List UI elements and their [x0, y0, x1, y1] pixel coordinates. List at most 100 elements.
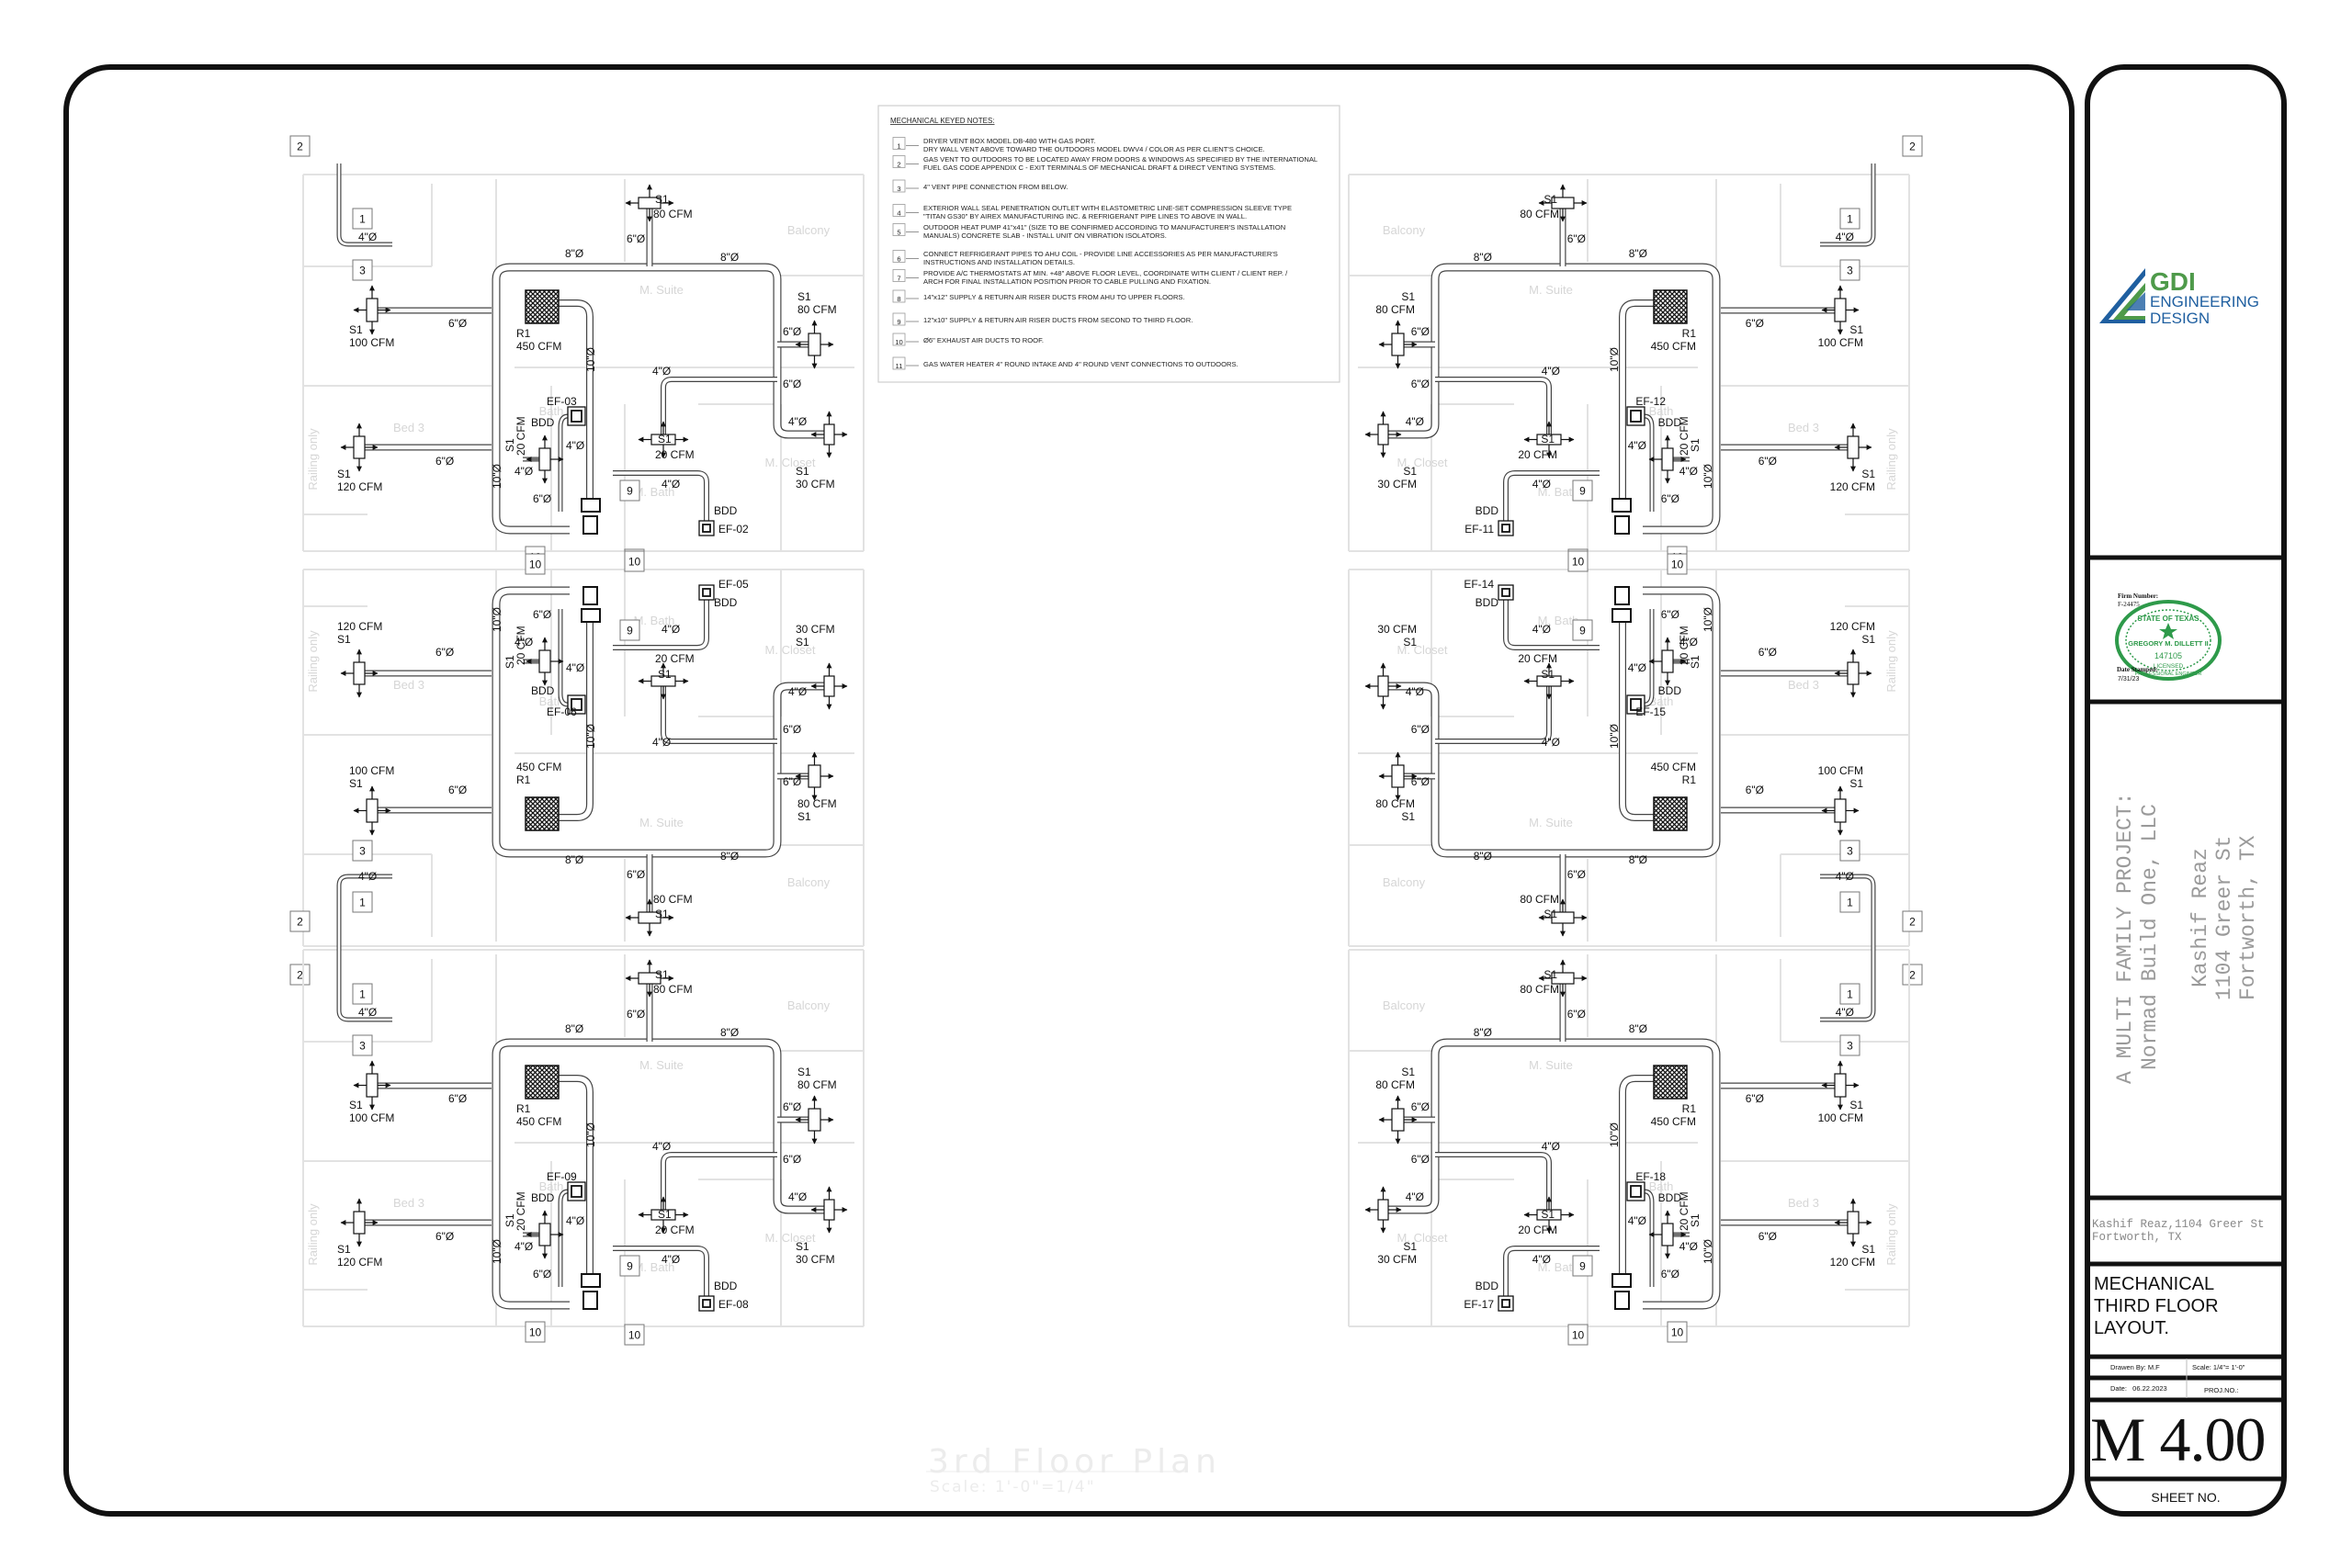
svg-text:1: 1	[1847, 897, 1853, 909]
note-text: GAS VENT TO OUTDOORS TO BE LOCATED AWAY …	[923, 155, 1317, 164]
supply-diffuser	[810, 411, 848, 458]
exhaust-fan	[698, 584, 715, 601]
annotation-cfm-100: 100 CFM	[1818, 1111, 1863, 1124]
annotation-s1: S1	[1689, 438, 1702, 452]
annotation-d6: 6"Ø	[1567, 1008, 1586, 1021]
annotation-s1: S1	[796, 1240, 809, 1253]
annotation-d4: 4"Ø	[788, 1190, 807, 1203]
svg-text:3: 3	[359, 1040, 366, 1053]
keyed-note-tag: 2	[289, 964, 311, 986]
drawing-scale: Scale: 1/4"= 1'-0"	[2192, 1363, 2245, 1371]
duct	[661, 686, 777, 744]
annotation-s1: S1	[349, 323, 363, 336]
annotation-s1: S1	[349, 1099, 363, 1111]
annotation-s1: S1	[503, 1213, 516, 1227]
room-label: Railing only	[1884, 1203, 1898, 1266]
supply-diffuser	[638, 421, 689, 458]
svg-text:PROFESSIONAL ENGINEER: PROFESSIONAL ENGINEER	[2135, 671, 2202, 677]
room-label: Balcony	[1383, 998, 1426, 1012]
annotation-s1: S1	[1689, 655, 1702, 669]
svg-text:3: 3	[1847, 1040, 1853, 1053]
supply-diffuser	[1364, 1186, 1402, 1234]
annotation-d6: 6"Ø	[1746, 317, 1764, 330]
note-text: ARCH FOR FINAL INSTALLATION POSITION PRI…	[923, 277, 1211, 286]
supply-diffuser	[1834, 1198, 1872, 1247]
svg-text:9: 9	[627, 1260, 633, 1273]
logo-gdi: GDI	[2150, 267, 2196, 296]
annotation-d4: 4"Ø	[514, 465, 533, 478]
note-number: 1	[897, 142, 900, 151]
riser-duct	[1611, 498, 1632, 513]
annotation-r1: R1	[1682, 327, 1697, 340]
note-text: INSTRUCTIONS AND INSTALLATION DETAILS.	[923, 258, 1075, 266]
annotation-cfm-120: 120 CFM	[1830, 620, 1875, 633]
annotation-cfm-80: 80 CFM	[1520, 983, 1559, 996]
room-label: M. Closet	[1397, 643, 1448, 657]
svg-text:3: 3	[1847, 845, 1853, 858]
annotation-d4: 4"Ø	[1679, 465, 1698, 478]
annotation-d8: 8"Ø	[565, 853, 583, 866]
room-label: M. Suite	[1529, 283, 1573, 297]
annotation-cfm-20: 20 CFM	[655, 652, 695, 665]
annotation-d4: 4"Ø	[1542, 736, 1560, 749]
title-block-dividers	[2087, 555, 2284, 1482]
address-line-1: Kashif Reaz,1104 Greer St	[2092, 1218, 2265, 1231]
annotation-d6: 6"Ø	[533, 608, 551, 621]
room-label: Bed 3	[393, 678, 424, 692]
note-number: 4	[897, 209, 900, 218]
annotation-d8: 8"Ø	[1474, 850, 1492, 863]
annotation-d6: 6"Ø	[627, 232, 645, 245]
svg-text:2: 2	[1909, 141, 1916, 153]
annotation-s1: S1	[1849, 1099, 1863, 1111]
annotation-cfm-30: 30 CFM	[796, 1253, 835, 1266]
plan-scale-text: Scale: 1'-0"=1/4"	[930, 1478, 1096, 1496]
room-label: M. Closet	[765, 643, 816, 657]
annotation-d10: 10"Ø	[584, 347, 597, 372]
annotation-s1: S1	[1861, 1243, 1875, 1256]
annotation-cfm-20: 20 CFM	[1678, 416, 1690, 456]
annotation-cfm-20: 20 CFM	[1678, 1191, 1690, 1231]
svg-text:Firm Number:: Firm Number:	[2118, 592, 2158, 600]
keyed-note-tag: 2	[289, 135, 311, 157]
annotation-d6: 6"Ø	[1567, 232, 1586, 245]
annotation-s1: S1	[1849, 777, 1863, 790]
annotation-d4: 4"Ø	[514, 636, 533, 649]
keyed-note-tag: 10	[1567, 550, 1589, 572]
sheet-border	[63, 64, 2075, 1517]
annotation-s1: S1	[1544, 193, 1557, 206]
annotation-d6: 6"Ø	[448, 784, 467, 796]
annotation-cfm-80: 80 CFM	[1375, 303, 1415, 316]
keyed-note-tag: 10	[624, 1324, 645, 1346]
room-label: Bath	[1649, 694, 1674, 708]
supply-diffuser	[1378, 1095, 1418, 1145]
annotation-d6: 6"Ø	[1411, 378, 1430, 390]
annotation-s1: S1	[503, 655, 516, 669]
annotation-d4: 4"Ø	[788, 685, 807, 698]
svg-text:10: 10	[628, 556, 641, 569]
annotation-s1: S1	[1541, 1208, 1555, 1221]
annotation-d4: 4"Ø	[566, 661, 584, 674]
room-label: Balcony	[787, 223, 831, 237]
room-label: Bath	[1649, 404, 1674, 418]
annotation-d6: 6"Ø	[448, 317, 467, 330]
supply-diffuser	[1538, 184, 1588, 222]
annotation-d6: 6"Ø	[1661, 608, 1679, 621]
logo-engineering: ENGINEERING	[2150, 293, 2259, 310]
annotation-cfm-20: 20 CFM	[514, 626, 527, 665]
annotation-d8: 8"Ø	[1474, 1026, 1492, 1039]
keyed-note-tag: 9	[1572, 479, 1593, 502]
supply-diffuser	[1364, 411, 1402, 458]
note-number-box	[892, 223, 906, 236]
annotation-d4: 4"Ø	[358, 1006, 377, 1019]
annotation-d10: 10"Ø	[1608, 1122, 1621, 1147]
note-number-box	[892, 250, 906, 263]
annotation-s1: S1	[349, 777, 363, 790]
annotation-d10: 10"Ø	[491, 464, 503, 489]
annotation-d4: 4"Ø	[1406, 1190, 1424, 1203]
annotation-s1: S1	[337, 468, 351, 480]
annotation-cfm-30: 30 CFM	[1377, 623, 1417, 636]
annotation-d4: 4"Ø	[1679, 636, 1698, 649]
